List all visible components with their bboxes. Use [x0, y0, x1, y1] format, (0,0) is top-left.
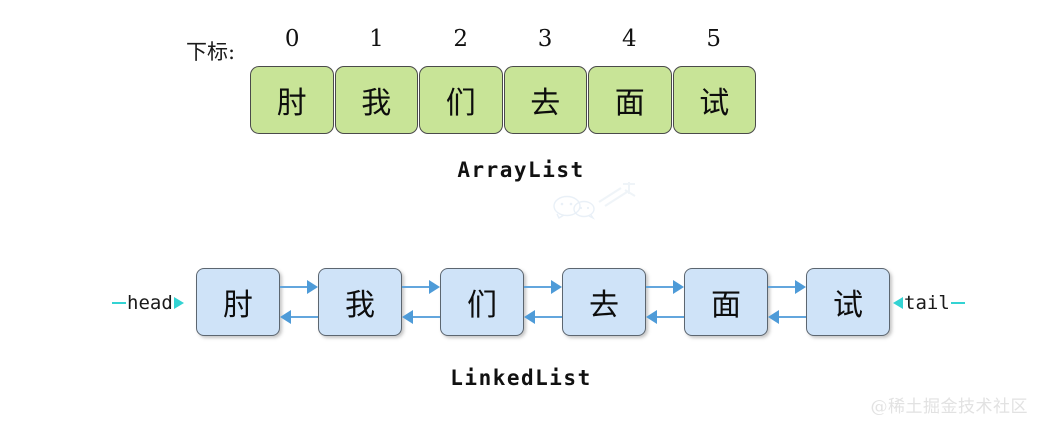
tail-pointer: tail	[893, 292, 965, 314]
backward-arrow-icon	[402, 310, 413, 324]
forward-arrow-icon	[429, 280, 440, 294]
linkedlist-nodes: 肘 我 们 去 面 试	[196, 268, 890, 336]
tail-pointer-line	[950, 301, 965, 305]
site-watermark: @稀土掘金技术社区	[870, 397, 1028, 417]
array-cell: 面	[588, 66, 672, 134]
node-connector	[402, 268, 440, 336]
forward-link-line	[524, 286, 554, 289]
backward-arrow-icon	[768, 310, 779, 324]
array-cell: 们	[419, 66, 503, 134]
index-number: 3	[537, 26, 553, 52]
list-node: 试	[806, 268, 890, 336]
backward-link-line	[776, 316, 806, 319]
array-cell: 肘	[250, 66, 334, 134]
index-number: 1	[369, 26, 384, 52]
backward-arrow-icon	[646, 310, 657, 324]
array-cell: 试	[672, 66, 756, 134]
list-node: 去	[562, 268, 646, 336]
linkedlist-diagram: head 肘 我 们 去 面 试	[0, 250, 1042, 390]
forward-link-line	[646, 286, 676, 289]
tail-pointer-label: tail	[904, 291, 950, 314]
node-connector	[280, 268, 318, 336]
linkedlist-caption: LinkedList	[450, 366, 592, 390]
list-node: 们	[440, 268, 524, 336]
forward-link-line	[280, 286, 310, 289]
index-label-row: 下标:	[186, 30, 235, 64]
node-connector	[646, 268, 684, 336]
head-arrow-icon	[173, 297, 184, 309]
list-node: 我	[318, 268, 402, 336]
backward-link-line	[654, 316, 684, 319]
tail-arrow-icon	[893, 297, 903, 309]
index-number: 5	[706, 26, 721, 52]
head-pointer-label: head	[127, 291, 173, 314]
arraylist-cells: 肘 我 们 去 面 试	[250, 66, 756, 134]
forward-arrow-icon	[795, 280, 806, 294]
backward-link-line	[532, 316, 562, 319]
arraylist-caption: ArrayList	[457, 158, 585, 182]
head-pointer-line	[112, 301, 126, 305]
forward-link-line	[402, 286, 432, 289]
array-cell: 我	[334, 66, 418, 134]
index-number: 4	[622, 26, 637, 52]
backward-arrow-icon	[524, 310, 535, 324]
index-number: 0	[284, 26, 300, 52]
forward-arrow-icon	[307, 280, 318, 294]
list-node: 面	[684, 268, 768, 336]
backward-arrow-icon	[280, 310, 291, 324]
list-node: 肘	[196, 268, 280, 336]
index-number: 2	[453, 26, 469, 52]
index-number-row: 0 1 2 3 4 5	[250, 28, 756, 51]
backward-link-line	[410, 316, 440, 319]
index-label: 下标:	[186, 40, 236, 64]
node-connector	[768, 268, 806, 336]
forward-arrow-icon	[673, 280, 684, 294]
node-connector	[524, 268, 562, 336]
head-pointer: head	[112, 292, 184, 314]
forward-link-line	[768, 286, 798, 289]
backward-link-line	[288, 316, 318, 319]
forward-arrow-icon	[551, 280, 562, 294]
arraylist-diagram: 下标: 0 1 2 3 4 5 肘 我 们 去 面 试 ArrayList	[0, 0, 1042, 200]
array-cell: 去	[503, 66, 587, 134]
